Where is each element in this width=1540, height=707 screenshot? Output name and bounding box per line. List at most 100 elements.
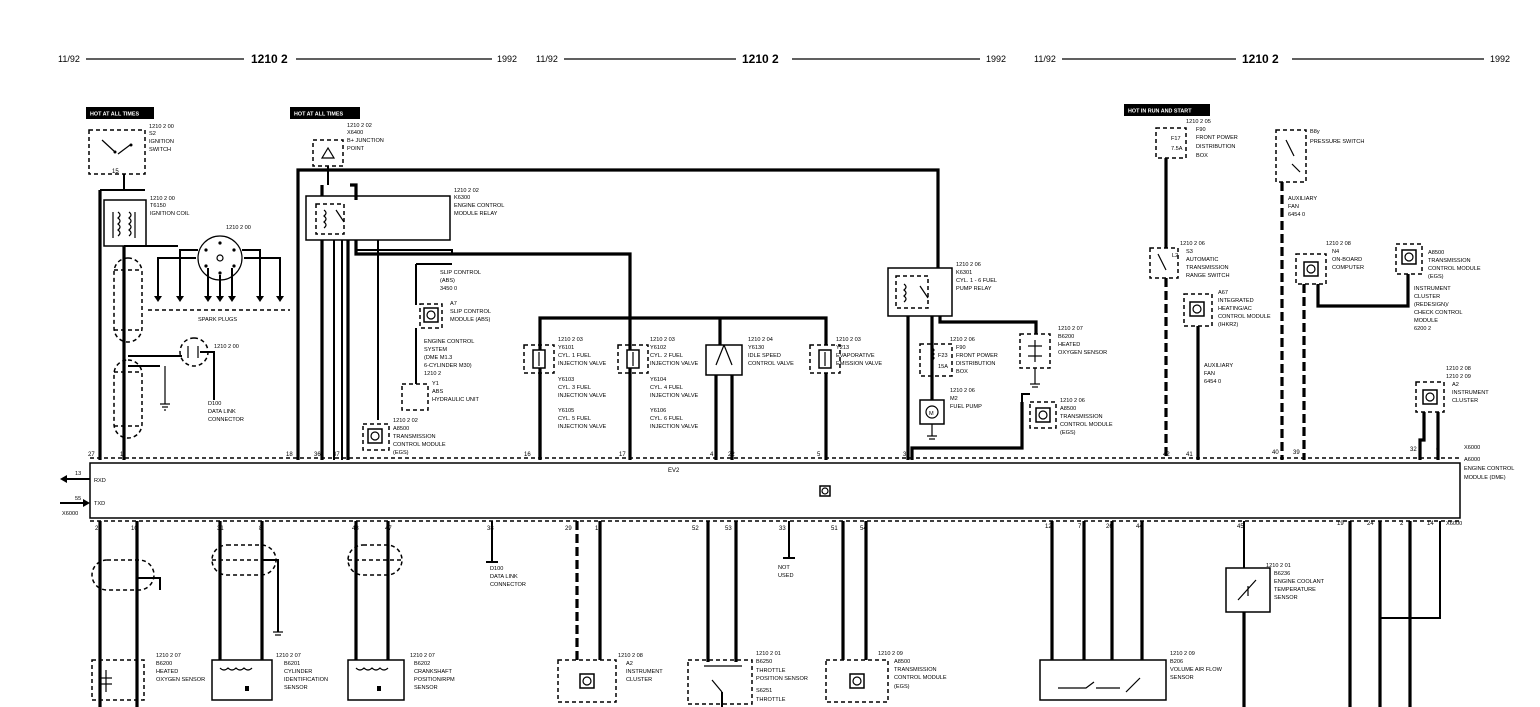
svg-text:6200 2: 6200 2 [1414, 326, 1431, 332]
svg-text:CONNECTOR: CONNECTOR [208, 417, 244, 423]
svg-text:17: 17 [619, 452, 626, 458]
svg-text:CONTROL MODULE: CONTROL MODULE [393, 442, 446, 448]
svg-text:AUXILIARY: AUXILIARY [1204, 363, 1233, 369]
svg-text:1210 2 00: 1210 2 00 [149, 124, 174, 130]
svg-text:B6201: B6201 [284, 661, 300, 667]
svg-text:3: 3 [903, 452, 907, 458]
svg-text:CONTROL MODULE: CONTROL MODULE [1060, 422, 1113, 428]
svg-text:38: 38 [487, 526, 494, 532]
svg-text:S2: S2 [149, 131, 156, 137]
svg-text:K6301: K6301 [956, 270, 972, 276]
distributor: 1210 2 00 [197, 225, 251, 281]
svg-text:A8500: A8500 [1428, 250, 1444, 256]
injection-valve-y6102: 1210 2 03 Y6102 CYL. 2 FUEL INJECTION VA… [617, 337, 699, 430]
svg-text:CONTROL MODULE: CONTROL MODULE [1218, 314, 1271, 320]
slip-control-abs: SLIP CONTROL (ABS) 3450 0 A7 SLIP CONTRO… [401, 263, 491, 411]
svg-text:1210 2 07: 1210 2 07 [156, 653, 181, 659]
svg-text:1: 1 [120, 452, 124, 458]
svg-text:CHECK CONTROL: CHECK CONTROL [1414, 310, 1462, 316]
svg-text:13: 13 [75, 471, 81, 477]
svg-text:SLIP CONTROL: SLIP CONTROL [440, 270, 481, 276]
svg-text:DISTRIBUTION: DISTRIBUTION [956, 361, 995, 367]
data-link-connector-d100-top: 1210 2 00 D100 DATA LINK CONNECTOR [179, 337, 244, 423]
svg-text:CYL. 3 FUEL: CYL. 3 FUEL [558, 385, 591, 391]
svg-text:14: 14 [1427, 521, 1434, 527]
ignition-coil-t6150: 1210 2 00 T6150 IGNITION COIL [103, 196, 189, 247]
svg-text:M2: M2 [950, 396, 958, 402]
svg-text:(DME M1.3: (DME M1.3 [424, 355, 452, 361]
svg-text:1210 2 06: 1210 2 06 [1060, 398, 1085, 404]
svg-text:33: 33 [779, 526, 786, 532]
svg-text:VOLUME AIR FLOW: VOLUME AIR FLOW [1170, 667, 1223, 673]
svg-text:SENSOR: SENSOR [1170, 675, 1194, 681]
transmission-range-switch-s3: L2 1210 2 06 S3 AUTOMATIC TRANSMISSION R… [1149, 241, 1230, 279]
svg-text:INSTRUMENT: INSTRUMENT [1414, 286, 1451, 292]
svg-text:L2: L2 [1172, 253, 1178, 259]
svg-text:TRANSMISSION: TRANSMISSION [1428, 258, 1471, 264]
svg-text:1210 2 00: 1210 2 00 [150, 196, 175, 202]
svg-text:MODULE (ABS): MODULE (ABS) [450, 317, 491, 323]
ecm-top-connector: X6000 [1464, 445, 1480, 451]
svg-text:TRANSMISSION: TRANSMISSION [894, 667, 937, 673]
fuel-pump-relay-k6301: 1210 2 06 K6301 CYL. 1 - 6 FUEL PUMP REL… [887, 262, 997, 317]
svg-text:18: 18 [286, 452, 293, 458]
svg-text:2: 2 [1400, 521, 1404, 527]
svg-text:16: 16 [524, 452, 531, 458]
svg-text:INJECTION VALVE: INJECTION VALVE [650, 361, 699, 367]
svg-text:TRANSMISSION: TRANSMISSION [393, 434, 436, 440]
svg-text:IDENTIFICATION: IDENTIFICATION [284, 677, 328, 683]
svg-text:POINT: POINT [347, 146, 365, 152]
svg-text:44: 44 [1136, 524, 1143, 530]
ecm-bottom-pins: 28 10 31 8 48 47 38 29 15 52 53 33 51 54… [95, 521, 1434, 532]
svg-text:40: 40 [1272, 450, 1279, 456]
svg-text:S3: S3 [1186, 249, 1193, 255]
svg-text:IDLE SPEED: IDLE SPEED [748, 353, 781, 359]
svg-text:A8500: A8500 [894, 659, 910, 665]
svg-text:HOT AT ALL TIMES: HOT AT ALL TIMES [90, 112, 140, 118]
svg-text:1210 2 09: 1210 2 09 [1446, 374, 1471, 380]
svg-text:6454 0: 6454 0 [1204, 379, 1221, 385]
shield-lower [113, 359, 143, 439]
ecm-label: EV2 [668, 468, 680, 474]
svg-text:ABS: ABS [432, 389, 443, 395]
svg-text:A8500: A8500 [1060, 406, 1076, 412]
svg-text:12: 12 [1045, 524, 1052, 530]
svg-text:TEMPERATURE: TEMPERATURE [1274, 587, 1316, 593]
svg-text:1210 2 02: 1210 2 02 [347, 123, 372, 129]
throttle-position-sensor-b6250: 1210 2 01 B6250 THROTTLE POSITION SENSOR… [687, 651, 808, 707]
volume-air-flow-sensor-b206: 1210 2 09 B206 VOLUME AIR FLOW SENSOR [1039, 651, 1223, 701]
svg-text:SYSTEM: SYSTEM [424, 347, 447, 353]
svg-text:MODULE: MODULE [1414, 318, 1438, 324]
svg-text:RANGE SWITCH: RANGE SWITCH [1186, 273, 1230, 279]
svg-text:52: 52 [692, 526, 699, 532]
shield-o2-bottom [91, 559, 155, 591]
svg-text:1210 2 00: 1210 2 00 [226, 225, 251, 231]
spark-plug-wires: SPARK PLUGS [148, 249, 290, 323]
svg-text:Y213: Y213 [836, 345, 849, 351]
svg-text:X6400: X6400 [347, 130, 363, 136]
svg-text:CLUSTER: CLUSTER [1452, 398, 1478, 404]
header-year: 1992 [497, 54, 517, 64]
svg-text:ENGINE CONTROL: ENGINE CONTROL [454, 203, 504, 209]
svg-text:F17: F17 [1171, 136, 1181, 142]
svg-text:1210 2: 1210 2 [424, 371, 441, 377]
header-year: 1992 [1490, 54, 1510, 64]
svg-text:36: 36 [314, 452, 321, 458]
heated-oxygen-sensor-b6200-top: 1210 2 07 B6200 HEATED OXYGEN SENSOR [1019, 326, 1107, 388]
svg-text:4: 4 [710, 452, 714, 458]
svg-text:SWITCH: SWITCH [149, 147, 171, 153]
engine-control-module-relay-k6300: 1210 2 02 K6300 ENGINE CONTROL MODULE RE… [305, 188, 504, 241]
transmission-control-module-a8500-1: 1210 2 02 A8500 TRANSMISSION CONTROL MOD… [362, 418, 446, 456]
banner-hot-in-run-and-start: HOT IN RUN AND START [1124, 104, 1210, 116]
svg-text:CONTROL VALVE: CONTROL VALVE [748, 361, 794, 367]
header-date: 11/92 [1034, 54, 1056, 64]
svg-text:A67: A67 [1218, 290, 1228, 296]
svg-text:A6000: A6000 [1464, 457, 1480, 463]
svg-text:1210 2 07: 1210 2 07 [1058, 326, 1083, 332]
svg-text:TRANSMISSION: TRANSMISSION [1186, 265, 1229, 271]
svg-text:CYLINDER: CYLINDER [284, 669, 312, 675]
svg-text:ON-BOARD: ON-BOARD [1332, 257, 1362, 263]
svg-text:Y6102: Y6102 [650, 345, 666, 351]
svg-text:INJECTION VALVE: INJECTION VALVE [558, 361, 607, 367]
svg-text:DATA LINK: DATA LINK [208, 409, 236, 415]
